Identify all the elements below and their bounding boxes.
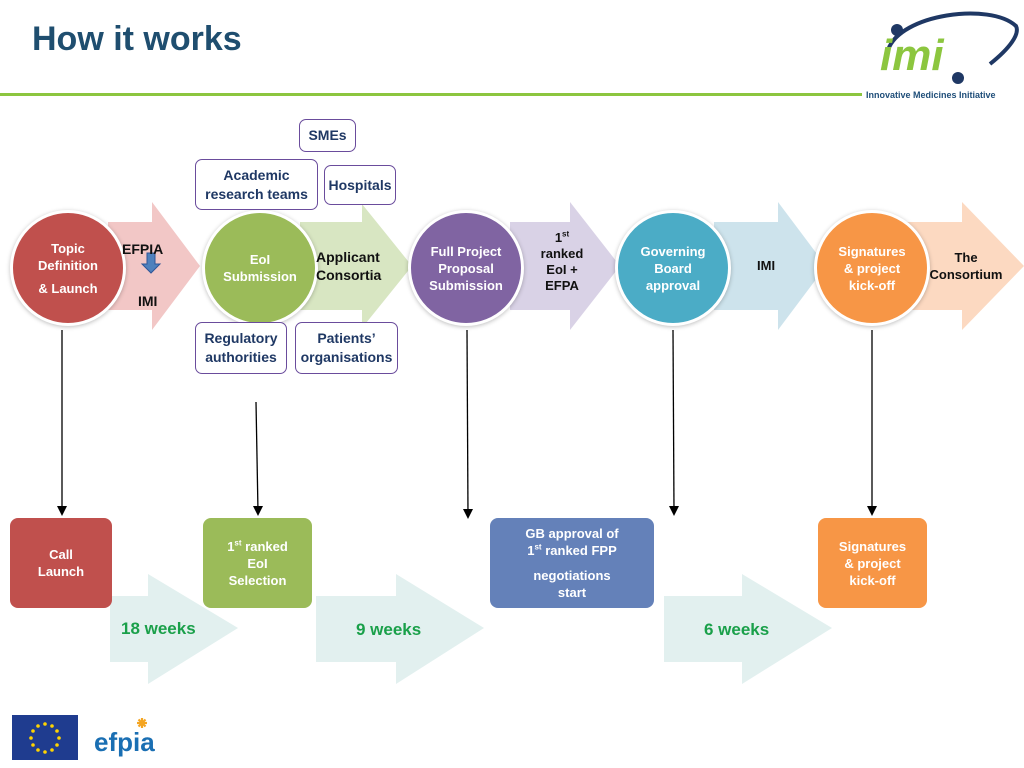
step-4-text: Governing xyxy=(640,243,706,259)
milestone-eoi-selection: 1st ranked EoI Selection xyxy=(203,518,312,608)
step-4-text: approval xyxy=(645,277,701,293)
step-4-text: Board xyxy=(654,260,692,276)
connector-line xyxy=(466,329,469,516)
step-3-text: Submission xyxy=(429,277,503,293)
connector-line xyxy=(255,401,259,513)
connector-arrowhead xyxy=(669,506,679,516)
connector-arrowhead xyxy=(57,506,67,516)
participant-patients: Patients’organisations xyxy=(295,322,398,374)
step-1-text: Topic xyxy=(51,240,85,256)
step-1-text: & Launch xyxy=(38,280,98,296)
participant-smes: SMEs xyxy=(299,119,356,152)
connector-arrowhead xyxy=(867,506,877,516)
connector-line xyxy=(672,329,675,513)
arrow-4-text: IMI xyxy=(757,258,776,273)
arrow-3-text: 1st ranked EoI + EFPA xyxy=(540,229,584,293)
step-3-text: Proposal xyxy=(438,260,494,276)
milestone-signatures: Signatures & project kick-off xyxy=(818,518,927,608)
step-2-circle: EoI Submission xyxy=(202,210,318,326)
efpia-logo: efpia xyxy=(94,718,155,757)
step-2-text: Submission xyxy=(223,269,297,284)
step-5-text: kick-off xyxy=(848,277,896,293)
imi-logo-text: imi xyxy=(880,31,944,80)
step-4-circle: Governing Board approval xyxy=(615,210,731,326)
step-1-circle: Topic Definition & Launch xyxy=(10,210,126,326)
imi-logo: imi xyxy=(880,11,1019,84)
svg-text:efpia: efpia xyxy=(94,727,155,757)
connector-arrowhead xyxy=(463,509,473,519)
step-5-text: & project xyxy=(843,260,901,276)
step-2-text: EoI xyxy=(249,252,271,267)
arrow-1-efpia: EFPIA xyxy=(122,241,164,257)
milestone-gb-approval: GB approval of 1st ranked FPP negotiatio… xyxy=(490,518,654,608)
step-3-circle: Full Project Proposal Submission xyxy=(408,210,524,326)
duration-6-weeks: 6 weeks xyxy=(704,620,770,639)
step-1-text: Definition xyxy=(38,257,98,273)
step-5-text: Signatures xyxy=(838,243,906,259)
eu-flag-logo xyxy=(12,715,78,760)
connector-arrowhead xyxy=(253,506,263,516)
page-title: How it works xyxy=(32,20,242,58)
duration-18-weeks: 18 weeks xyxy=(121,619,196,638)
arrow-1-imi: IMI xyxy=(138,293,158,309)
title-divider xyxy=(0,93,862,96)
step-5-circle: Signatures & project kick-off xyxy=(814,210,930,326)
imi-subtitle: Innovative Medicines Initiative xyxy=(866,90,996,100)
duration-9-weeks: 9 weeks xyxy=(356,620,422,639)
step-3-text: Full Project xyxy=(430,243,502,259)
participant-hospitals: Hospitals xyxy=(324,165,396,205)
